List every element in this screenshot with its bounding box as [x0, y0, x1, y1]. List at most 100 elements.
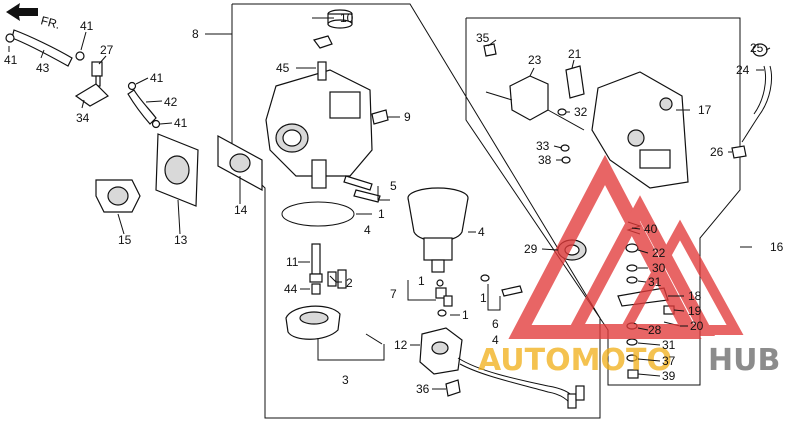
washer-30: [626, 264, 638, 272]
callout-43: 43: [36, 61, 50, 75]
callout-41: 41: [150, 71, 164, 85]
valve-set-7: [435, 279, 453, 307]
callout-1: 1: [378, 207, 385, 221]
callout-42: 42: [164, 95, 178, 109]
gasket-15: [95, 179, 141, 213]
callout-9: 9: [404, 110, 411, 124]
washer-32: [557, 108, 567, 116]
callout-41: 41: [4, 53, 18, 67]
callout-28: 28: [648, 323, 662, 337]
o-ring-1: [281, 201, 355, 227]
hose-clip-41c: [127, 81, 137, 91]
callout-34: 34: [76, 111, 90, 125]
callout-14: 14: [234, 203, 248, 217]
washer-38: [561, 156, 571, 164]
main-jet-44: [311, 283, 321, 295]
front-direction-arrow-icon: FR.: [6, 3, 62, 32]
callout-7: 7: [390, 287, 397, 301]
callout-41: 41: [80, 19, 94, 33]
leader-lines: [8, 17, 771, 390]
callout-15: 15: [118, 233, 132, 247]
control-assembly-frame: [465, 17, 741, 386]
callout-45: 45: [276, 61, 290, 75]
callout-29: 29: [524, 242, 538, 256]
washer-26: [731, 145, 747, 159]
jet-set-2: [327, 269, 347, 289]
spring-24: [741, 65, 773, 143]
callout-19: 19: [688, 304, 702, 318]
callout-23: 23: [528, 53, 542, 67]
callout-12: 12: [394, 338, 408, 352]
callout-44: 44: [284, 282, 298, 296]
hose-clip-41d: [151, 119, 161, 129]
callout-35: 35: [476, 31, 490, 45]
callout-5: 5: [390, 179, 397, 193]
callout-37: 37: [662, 354, 676, 368]
watermark-text-automoto: AUTOMOTO: [478, 343, 672, 378]
callout-20: 20: [690, 319, 704, 333]
callout-31: 31: [648, 275, 662, 289]
automotohub-watermark: AUTOMOTO HUB: [478, 154, 780, 378]
washer-31a: [626, 276, 638, 284]
hose-clip-41b: [75, 51, 85, 61]
bracket-21: [565, 65, 585, 99]
callout-25: 25: [750, 41, 764, 55]
washer-1a: [437, 309, 447, 317]
fuel-hose-43: [11, 29, 73, 67]
callout-6: 6: [492, 317, 499, 331]
callout-22: 22: [652, 246, 666, 260]
screw-36: [445, 379, 461, 397]
watermark-triangle-small-icon: [616, 219, 744, 335]
fuel-tube-42: [127, 89, 157, 125]
callout-40: 40: [644, 222, 658, 236]
throttle-stop-screw-45: [317, 61, 327, 81]
carburetor-body: [265, 69, 373, 189]
callout-17: 17: [698, 103, 712, 117]
fuel-cut-solenoid-12: [419, 327, 463, 375]
callout-2: 2: [346, 276, 353, 290]
callout-38: 38: [538, 153, 552, 167]
callout-1: 1: [462, 308, 469, 322]
heat-insulator-13: [155, 133, 199, 207]
fuel-joint-27: [91, 61, 103, 87]
cap-screw-45a: [312, 35, 333, 49]
float-pin-3: [365, 333, 383, 345]
callout-36: 36: [416, 382, 430, 396]
callout-4: 4: [364, 223, 371, 237]
drain-screw-9: [371, 109, 389, 125]
float-chamber-cap-10: [327, 9, 353, 29]
callout-1: 1: [418, 274, 425, 288]
direction-label: FR.: [39, 13, 61, 32]
washer-33: [560, 144, 570, 152]
spring-22: [625, 243, 639, 253]
callout-4: 4: [478, 225, 485, 239]
spring-37: [626, 354, 638, 362]
callout-21: 21: [568, 47, 582, 61]
callout-31: 31: [662, 338, 676, 352]
callout-1: 1: [480, 291, 487, 305]
screw-set-5: [343, 175, 381, 203]
callout-3: 3: [342, 373, 349, 387]
callout-10: 10: [340, 11, 354, 25]
callout-11: 11: [286, 255, 299, 269]
callout-33: 33: [536, 139, 550, 153]
callout-30: 30: [652, 261, 666, 275]
callout-41: 41: [174, 116, 188, 130]
control-base-17: [591, 71, 689, 189]
watermark-text-hub: HUB: [708, 343, 780, 378]
callout-13: 13: [174, 233, 188, 247]
callout-18: 18: [688, 289, 702, 303]
fuel-tube-clamp-34: [74, 83, 109, 107]
callout-39: 39: [662, 369, 676, 383]
bolt-35: [483, 43, 497, 57]
gasket-14: [217, 134, 263, 192]
callout-32: 32: [574, 105, 588, 119]
callout-8: 8: [192, 27, 199, 41]
callout-4: 4: [492, 333, 499, 347]
solenoid-wire: [457, 357, 585, 409]
float-3: [285, 305, 341, 340]
pilot-screw-11: [309, 243, 323, 283]
callout-16: 16: [770, 240, 784, 254]
